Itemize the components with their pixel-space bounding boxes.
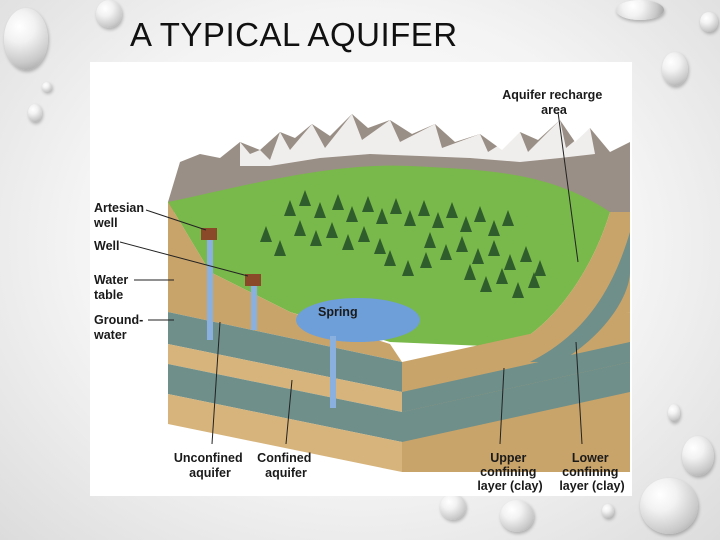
label-lower-confining-layer: Lower confining layer (clay) [559,451,624,493]
tree [420,252,432,268]
tree [332,194,344,210]
label-confined-aquifer: Confined aquifer [257,451,315,480]
tree [284,200,296,216]
aquifer-illustration: Artesian well Well Water table Ground- w… [93,88,630,493]
spring-lake [296,298,420,342]
tree [432,212,444,228]
tree [418,200,430,216]
tree [358,226,370,242]
tree [294,220,306,236]
tree [326,222,338,238]
water-droplet-decoration [616,0,664,20]
tree [376,208,388,224]
tree [528,272,540,288]
label-water-table: Water table [94,273,132,302]
tree [440,244,452,260]
mountain-snow-caps [240,114,595,166]
tree [314,202,326,218]
tree [464,264,476,280]
tree [456,236,468,252]
lower-clay-layer-left [168,394,402,472]
tree [346,206,358,222]
tree [342,234,354,250]
tree [384,250,396,266]
tree [446,202,458,218]
water-droplet-decoration [42,82,52,92]
well-head [245,274,261,286]
confined-aquifer-layer [168,364,402,442]
tree [390,198,402,214]
water-droplet-decoration [4,8,48,70]
water-droplet-decoration [500,500,534,532]
tree [496,268,508,284]
tree [460,216,472,232]
tree [374,238,386,254]
tree [402,260,414,276]
tree [274,240,286,256]
tree [504,254,516,270]
well-pipe [251,280,257,330]
label-unconfined-aquifer: Unconfined aquifer [174,451,246,480]
recharge-aquifer-band [530,232,630,362]
tree [488,240,500,256]
tree [480,276,492,292]
spring-well-pipe [330,336,336,408]
tree [310,230,322,246]
tree [260,226,272,242]
water-droplet-decoration [662,52,688,86]
tree [502,210,514,226]
water-droplet-decoration [668,404,680,422]
forest [260,190,546,298]
tree [299,190,311,206]
water-droplet-decoration [640,478,698,534]
water-droplet-decoration [682,436,714,476]
water-droplet-decoration [602,504,614,518]
label-aquifer-recharge-area: Aquifer recharge area [502,88,606,117]
tree [520,246,532,262]
slide-title: A TYPICAL AQUIFER [130,16,458,53]
clay-layer-left [168,344,402,412]
aquifer-diagram: Artesian well Well Water table Ground- w… [90,62,632,496]
tree [474,206,486,222]
label-groundwater: Ground- water [93,313,147,342]
label-well: Well [94,239,119,253]
unconfined-aquifer-layer [168,312,402,392]
tree [362,196,374,212]
tree [472,248,484,264]
tree [404,210,416,226]
soil-layer-left [168,202,402,362]
tree [424,232,436,248]
artesian-well-head [201,228,217,240]
artesian-well-pipe [207,234,213,340]
tree [534,260,546,276]
upper-confining-layer-front [402,342,630,412]
water-droplet-decoration [96,0,122,28]
confined-aquifer-front [402,362,630,442]
label-upper-confining-layer: Upper confining layer (clay) [477,451,542,493]
tree [488,220,500,236]
label-artesian-well: Artesian well [93,201,148,230]
water-droplet-decoration [28,104,42,122]
tree [512,282,524,298]
water-droplet-decoration [700,12,718,32]
water-droplet-decoration [440,494,466,520]
leader-lines [119,111,583,445]
label-spring: Spring [318,305,358,319]
